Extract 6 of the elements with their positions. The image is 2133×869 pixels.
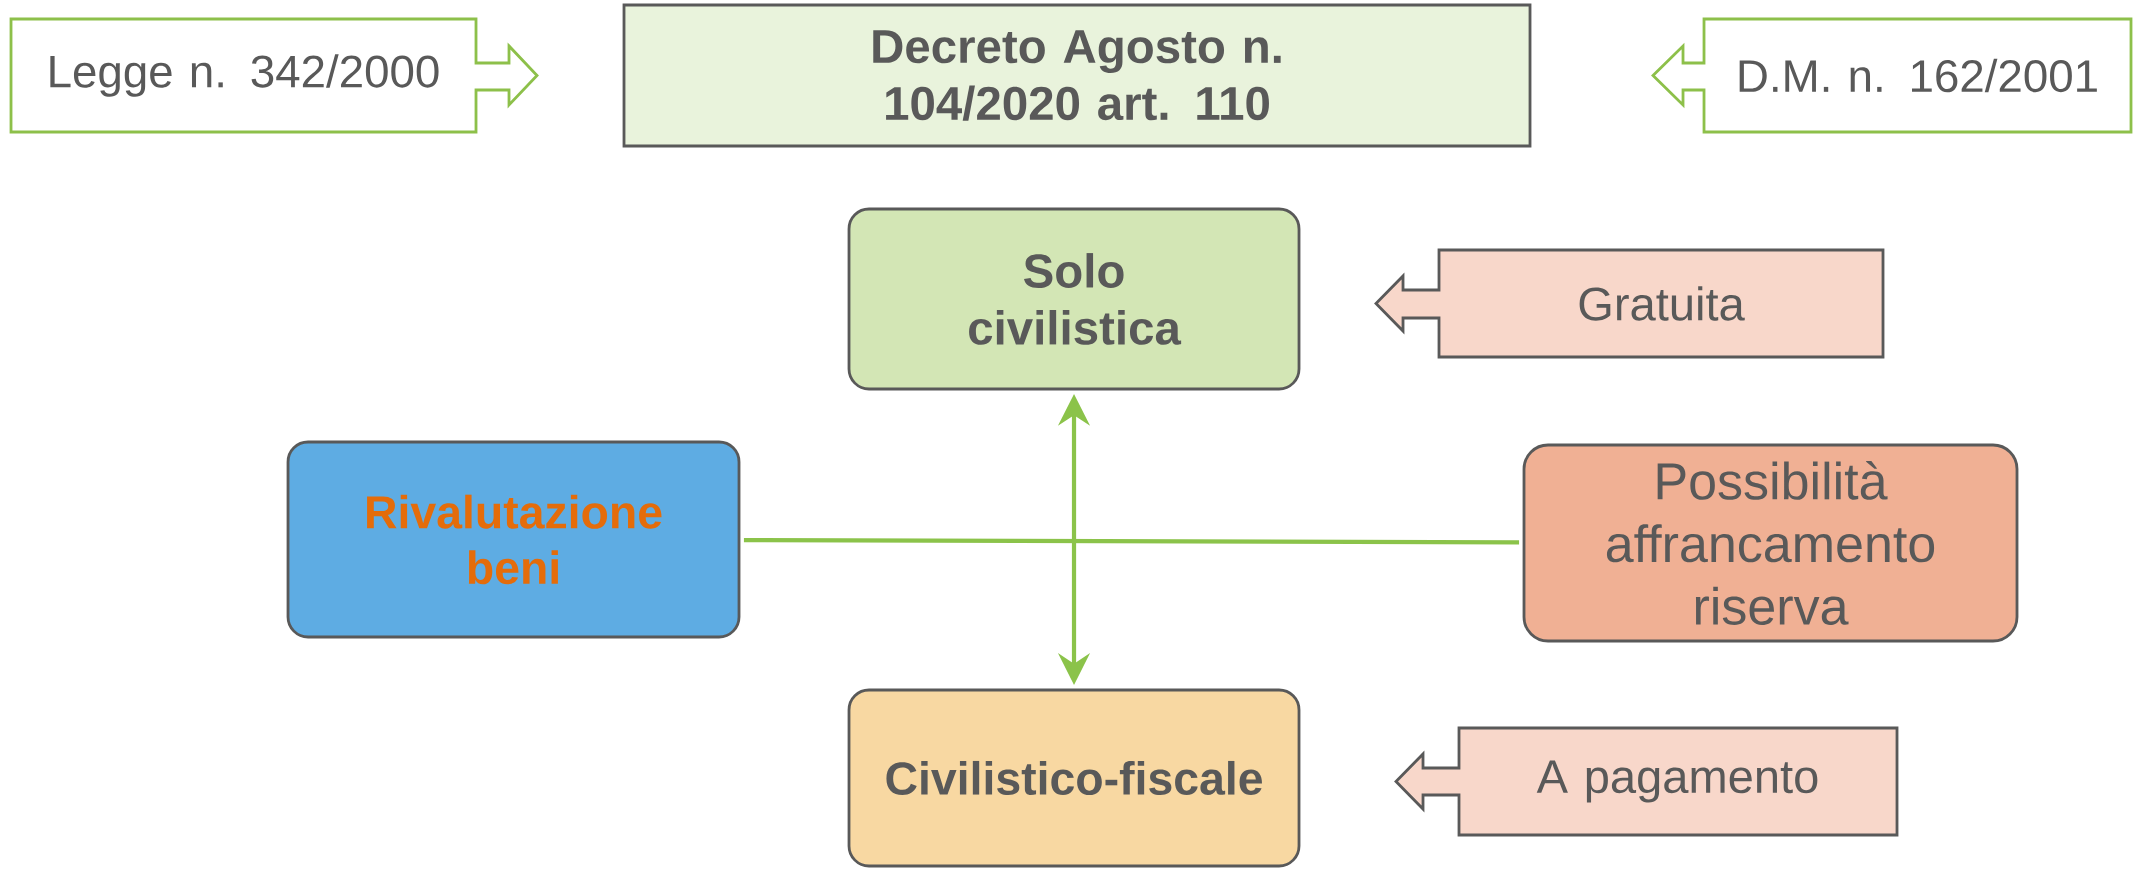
text-box: Solo civilistica bbox=[847, 207, 1301, 391]
connector-line bbox=[743, 538, 1520, 545]
text-box: Rivalutazione beni bbox=[286, 440, 741, 639]
text-box: Possibilità affrancamento riserva bbox=[1522, 443, 2019, 643]
text-box: Civilistico-fiscale bbox=[847, 688, 1301, 868]
text-box: Decreto Agosto n. 104/2020 art. 110 bbox=[622, 3, 1532, 148]
